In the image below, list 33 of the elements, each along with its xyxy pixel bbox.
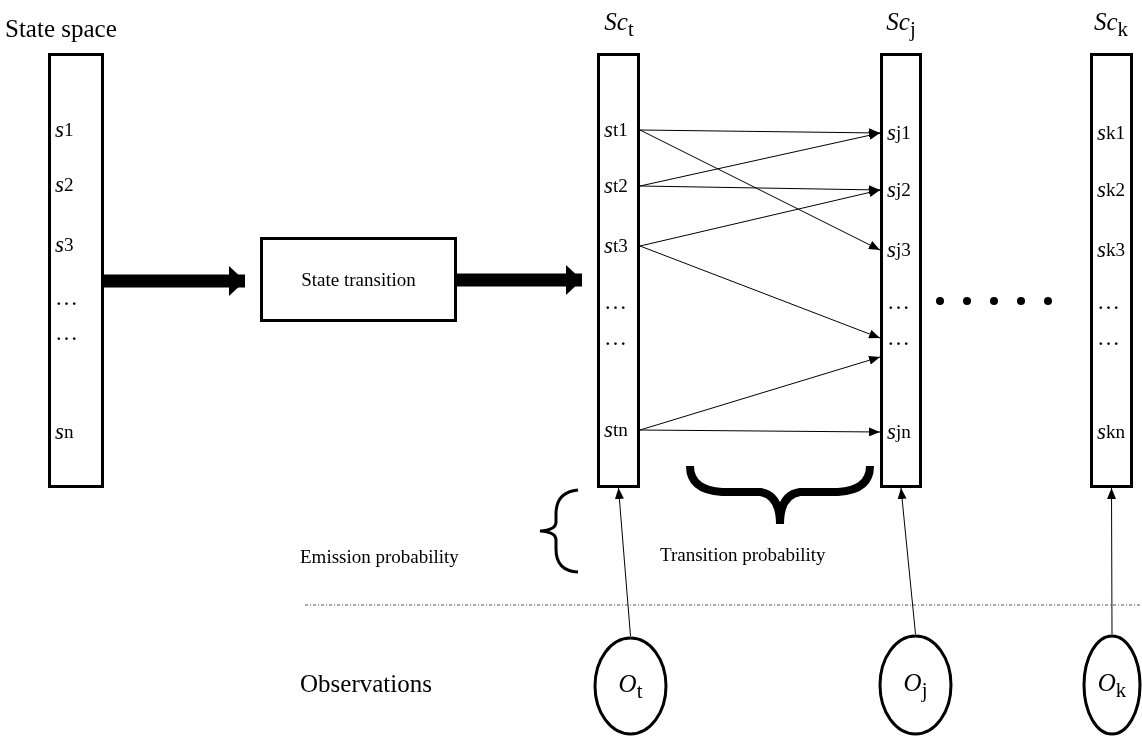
column-heading: Sc$_{t}$: [603, 7, 635, 43]
state-label: …: [880, 321, 922, 355]
arrow: [639, 355, 881, 431]
arrow: [104, 266, 245, 296]
arrow: [639, 129, 881, 251]
observation-ellipse: [878, 634, 953, 736]
arrow: [1107, 487, 1117, 635]
observation-label: O$_{t}$: [617, 670, 644, 704]
arrow: [639, 245, 881, 339]
arrow: [614, 487, 631, 637]
text-label: Emission probability: [300, 545, 460, 569]
column-heading: State space: [5, 14, 118, 44]
observation-ellipse: [593, 636, 668, 736]
arrow: [457, 265, 582, 295]
state-label: …: [880, 285, 922, 319]
column-heading: Sc$_{j}$: [885, 7, 917, 43]
state-label: …: [48, 316, 104, 350]
observation-ellipse: [1082, 634, 1142, 736]
observation-label: O$_{k}$: [1096, 669, 1128, 703]
state-label: …: [597, 321, 640, 355]
arrow: [897, 487, 916, 635]
state-label: …: [1090, 321, 1133, 355]
state-label: …: [1090, 285, 1133, 319]
arrow: [639, 427, 881, 437]
state-label: …: [597, 285, 640, 319]
observation-label: O$_{j}$: [902, 669, 929, 703]
process-box: State transition: [260, 237, 457, 322]
text-label: Transition probability: [660, 543, 827, 567]
column-heading: Sc$_{k}$: [1093, 7, 1129, 43]
arrow: [639, 188, 881, 247]
arrow: [639, 131, 881, 187]
state-label: …: [48, 281, 104, 315]
text-label: Observations: [300, 669, 433, 699]
